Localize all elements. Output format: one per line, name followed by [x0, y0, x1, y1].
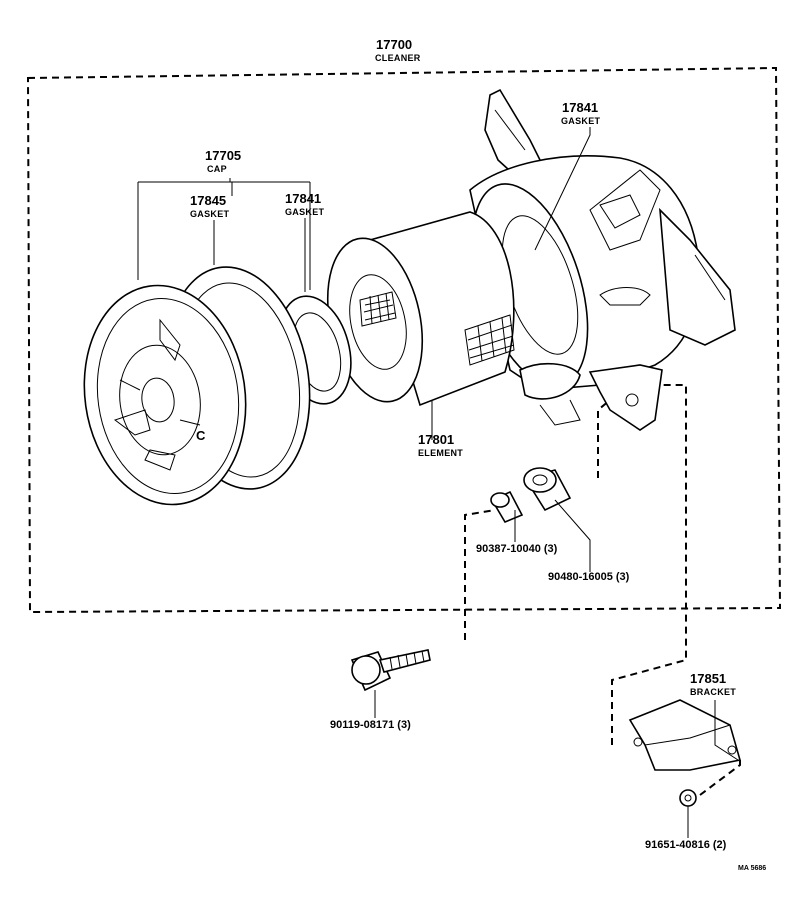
cap-part-number: 17705: [205, 148, 241, 163]
bolt: [350, 649, 431, 692]
air-cleaner-body: [469, 88, 736, 431]
body-gasket-part-number: 17841: [562, 100, 598, 115]
bracket-part-name: BRACKET: [690, 687, 736, 697]
nut: [679, 789, 697, 807]
element-part-name: ELEMENT: [418, 448, 463, 458]
cushion: [523, 467, 572, 512]
bracket-part-number: 17851: [690, 671, 726, 686]
cleaner-part-name: CLEANER: [375, 53, 421, 63]
air-cleaner-cap: [83, 284, 247, 506]
bolt-part-number: 90119-08171 (3): [330, 719, 411, 731]
cap-gasket-part-number: 17845: [190, 193, 226, 208]
cleaner-assembly-boundary: [26, 66, 782, 614]
leader-lines: [137, 127, 739, 838]
drawing-code: MA 5686: [738, 865, 766, 872]
nut-part-number: 91651-40816 (2): [645, 839, 727, 851]
cap-mark-letter: C: [196, 428, 206, 443]
element-part-number: 17801: [418, 432, 454, 447]
cap-part-name: CAP: [207, 164, 227, 174]
cushion-part-number: 90480-16005 (3): [548, 571, 630, 583]
nut-alignment-line: [699, 755, 741, 796]
inner-gasket-part-number: 17841: [285, 191, 321, 206]
collar-part-number: 90387-10040 (3): [476, 543, 558, 555]
cleaner-part-number: 17700: [376, 37, 412, 52]
inner-gasket-part-name: GASKET: [285, 207, 325, 217]
bracket-alignment-line: [611, 384, 687, 745]
bracket: [628, 699, 742, 771]
bolt-alignment-line: [464, 399, 611, 640]
body-gasket-part-name: GASKET: [561, 116, 601, 126]
cap-gasket-part-name: GASKET: [190, 209, 230, 219]
collar: [490, 490, 524, 524]
